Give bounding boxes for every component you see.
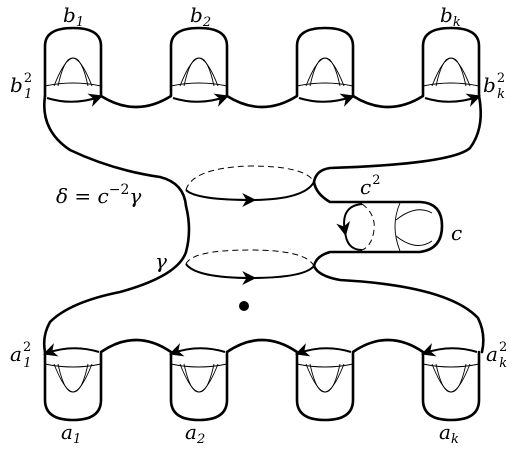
label-gamma: γ [155,249,167,273]
top-handle-3 [296,57,355,107]
bottom-handle-4 [421,343,480,393]
bottom-handle-3 [295,343,354,393]
label-ak: ak [439,420,459,447]
puncture-point [239,301,249,311]
delta-curve [185,165,315,207]
label-delta-equation: δ = c−2γ [56,182,141,208]
label-bk: bk [440,3,461,30]
label-a1: a1 [61,420,81,447]
label-b2: b2 [190,3,211,30]
tube-c [336,202,433,252]
surface-top-boundary [43,26,485,354]
label-c: c [451,221,462,245]
gamma-curve [185,249,315,285]
top-handle-1 [44,57,103,107]
surface-left-boundary [42,94,191,354]
surface-bottom-boundary [43,338,481,422]
bottom-handle-1 [43,343,102,393]
top-handle-2 [170,57,229,107]
label-c-squared: c2 [360,173,380,199]
bottom-handle-2 [169,343,228,393]
label-b1: b1 [63,3,84,30]
top-handle-4 [422,57,481,107]
label-a2: a2 [185,420,205,447]
